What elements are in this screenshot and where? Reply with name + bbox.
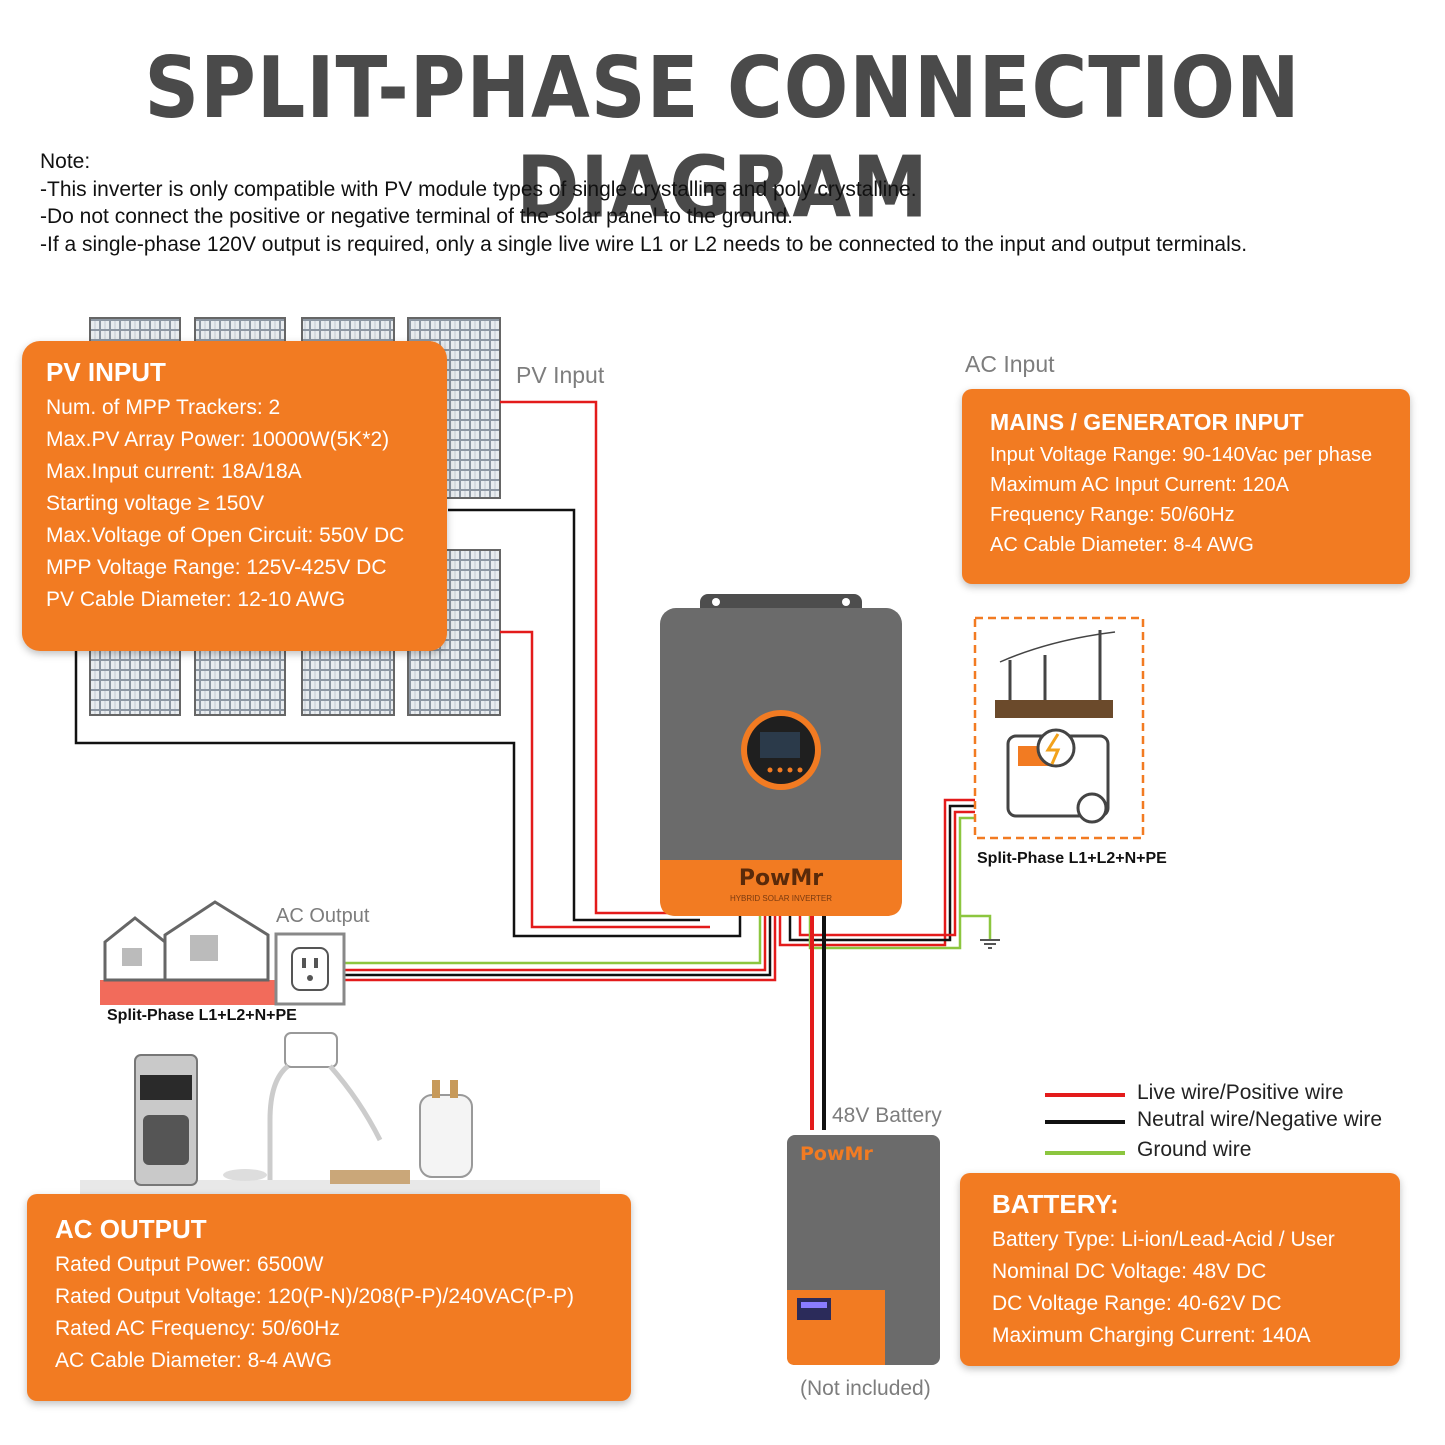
pv-input-line: PV Cable Diameter: 12-10 AWG [46,588,346,611]
grid-split-phase-label: Split-Phase L1+L2+N+PE [977,850,1167,867]
page-title: SPLIT-PHASE CONNECTION DIAGRAM [144,37,1301,237]
pv-wires [74,400,742,938]
battery [787,1135,940,1365]
mains-input-line: AC Cable Diameter: 8-4 AWG [990,534,1254,556]
pv-input-line: Max.Voltage of Open Circuit: 550V DC [46,524,405,547]
battery-wires [810,915,826,1130]
ac-output-line: Rated Output Voltage: 120(P-N)/208(P-P)/… [55,1285,575,1308]
battery-logo: PowMr [800,1143,873,1165]
battery-line: Maximum Charging Current: 140A [992,1324,1311,1347]
ac-output-line: Rated AC Frequency: 50/60Hz [55,1317,340,1340]
note-heading: Note: [40,150,91,173]
battery-panel: BATTERY: Battery Type: Li-ion/Lead-Acid … [960,1173,1400,1366]
ac-input-label: AC Input [965,351,1055,377]
note-line: -This inverter is only compatible with P… [40,177,917,201]
legend-live-label: Live wire/Positive wire [1137,1081,1344,1104]
houses-icon [100,900,346,1006]
mains-input-panel: MAINS / GENERATOR INPUT Input Voltage Ra… [962,389,1410,584]
inverter-logo: PowMr [738,866,824,891]
battery-line: Battery Type: Li-ion/Lead-Acid / User [992,1228,1335,1251]
pv-input-heading: PV INPUT [46,357,166,387]
pv-input-label: PV Input [516,362,605,388]
ac-output-wires [345,915,777,982]
legend-ground-label: Ground wire [1137,1138,1252,1161]
battery-heading: BATTERY: [992,1189,1119,1219]
pv-input-line: MPP Voltage Range: 125V-425V DC [46,556,387,579]
battery-line: Nominal DC Voltage: 48V DC [992,1260,1267,1283]
not-included-label: (Not included) [800,1377,931,1400]
grid-generator-box [973,616,1145,840]
notes: Note: -This inverter is only compatible … [40,148,1247,258]
ac-output-panel: AC OUTPUT Rated Output Power: 6500W Rate… [27,1194,631,1401]
ac-input-wires [778,798,1000,950]
note-line: -Do not connect the positive or negative… [40,205,793,228]
home-split-phase-label: Split-Phase L1+L2+N+PE [107,1007,297,1024]
mains-input-line: Input Voltage Range: 90-140Vac per phase [990,444,1373,466]
legend: Live wire/Positive wire Neutral wire/Neg… [1045,1081,1425,1171]
ac-output-label: AC Output [276,905,370,927]
inverter-subtitle: HYBRID SOLAR INVERTER [729,894,833,903]
ac-output-line: AC Cable Diameter: 8-4 AWG [55,1349,332,1372]
pv-input-line: Max.Input current: 18A/18A [46,460,302,483]
ac-output-heading: AC OUTPUT [55,1214,207,1244]
mains-input-heading: MAINS / GENERATOR INPUT [990,409,1304,435]
legend-neutral-label: Neutral wire/Negative wire [1137,1108,1383,1131]
appliances-icon [80,1032,600,1194]
pv-input-line: Starting voltage ≥ 150V [46,492,265,515]
mains-input-line: Maximum AC Input Current: 120A [990,474,1290,496]
legend-lines [1045,1093,1125,1155]
pv-input-line: Num. of MPP Trackers: 2 [46,396,281,419]
note-line: -If a single-phase 120V output is requir… [40,232,1248,256]
battery-label: 48V Battery [832,1104,942,1127]
pv-input-line: Max.PV Array Power: 10000W(5K*2) [46,428,390,451]
ac-output-line: Rated Output Power: 6500W [55,1253,324,1276]
pv-input-panel: PV INPUT Num. of MPP Trackers: 2 Max.PV … [22,341,447,651]
inverter [660,594,902,916]
mains-input-line: Frequency Range: 50/60Hz [990,504,1235,526]
battery-line: DC Voltage Range: 40-62V DC [992,1292,1282,1315]
